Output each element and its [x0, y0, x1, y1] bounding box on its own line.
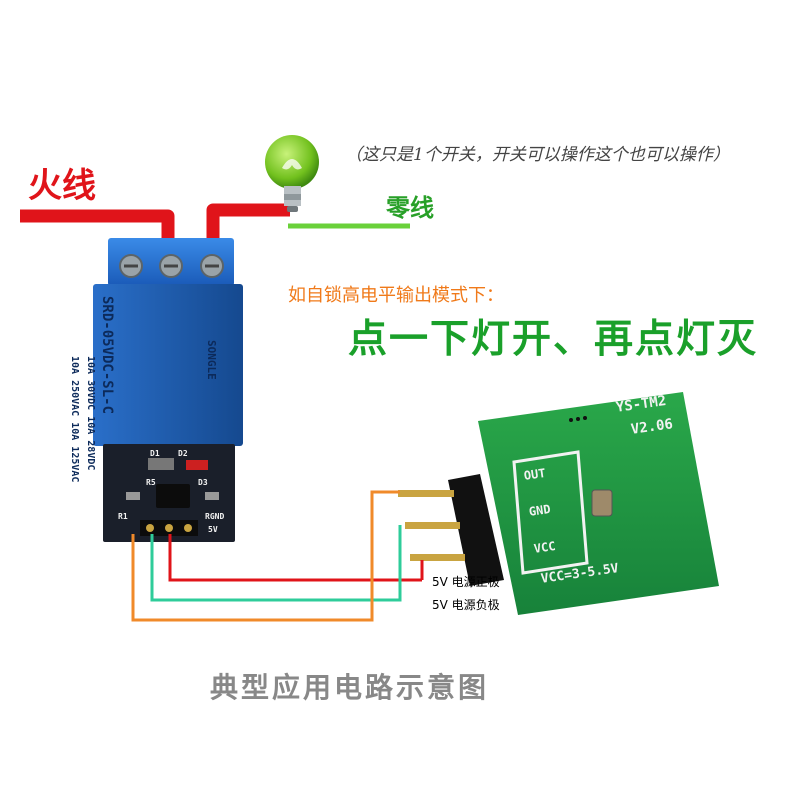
sensor-pin-out: OUT: [523, 465, 547, 483]
touch-sensor-chip: [591, 489, 613, 517]
sensor-pin-gnd: GND: [528, 501, 552, 519]
relay-body: [93, 284, 243, 446]
mode-label: 如自锁高电平输出模式下：: [288, 285, 504, 306]
power-positive-label: 5V 电源正极: [432, 575, 500, 589]
relay-silk-d3: D3: [198, 478, 208, 487]
signal-wires: [131, 490, 424, 622]
switch-note: （这只是1个开关，开关可以操作这个也可以操作）: [345, 145, 730, 165]
relay-silk-r1: R1: [118, 512, 128, 521]
relay-brand: SONGLE: [205, 340, 218, 380]
relay-silk-r5: R5: [146, 478, 156, 487]
relay-pin-gnd: RGND: [205, 512, 225, 521]
diagram-caption: 典型应用电路示意图: [210, 671, 490, 704]
relay-model: SRD-05VDC-SL-C: [99, 296, 115, 415]
headline: 点一下灯开、再点灯灭: [348, 317, 759, 362]
pin-header: [398, 474, 504, 586]
relay-silk-d2: D2: [178, 449, 188, 458]
sensor-module: [398, 392, 719, 615]
relay-pin-5v: 5V: [208, 525, 218, 534]
power-negative-label: 5V 电源负极: [432, 598, 500, 612]
neutral-wire-label: 零线: [386, 194, 434, 222]
live-wire-label: 火线: [28, 166, 96, 206]
relay-rating-line1: 10A 250VAC 10A 125VAC: [69, 356, 80, 483]
relay-rating-line2: 10A 30VDC 10A 28VDC: [85, 356, 96, 471]
sensor-pin-vcc: VCC: [533, 538, 557, 556]
light-bulb-icon: [265, 135, 319, 212]
relay-silk-d1: D1: [150, 449, 160, 458]
relay-module: [93, 238, 243, 542]
